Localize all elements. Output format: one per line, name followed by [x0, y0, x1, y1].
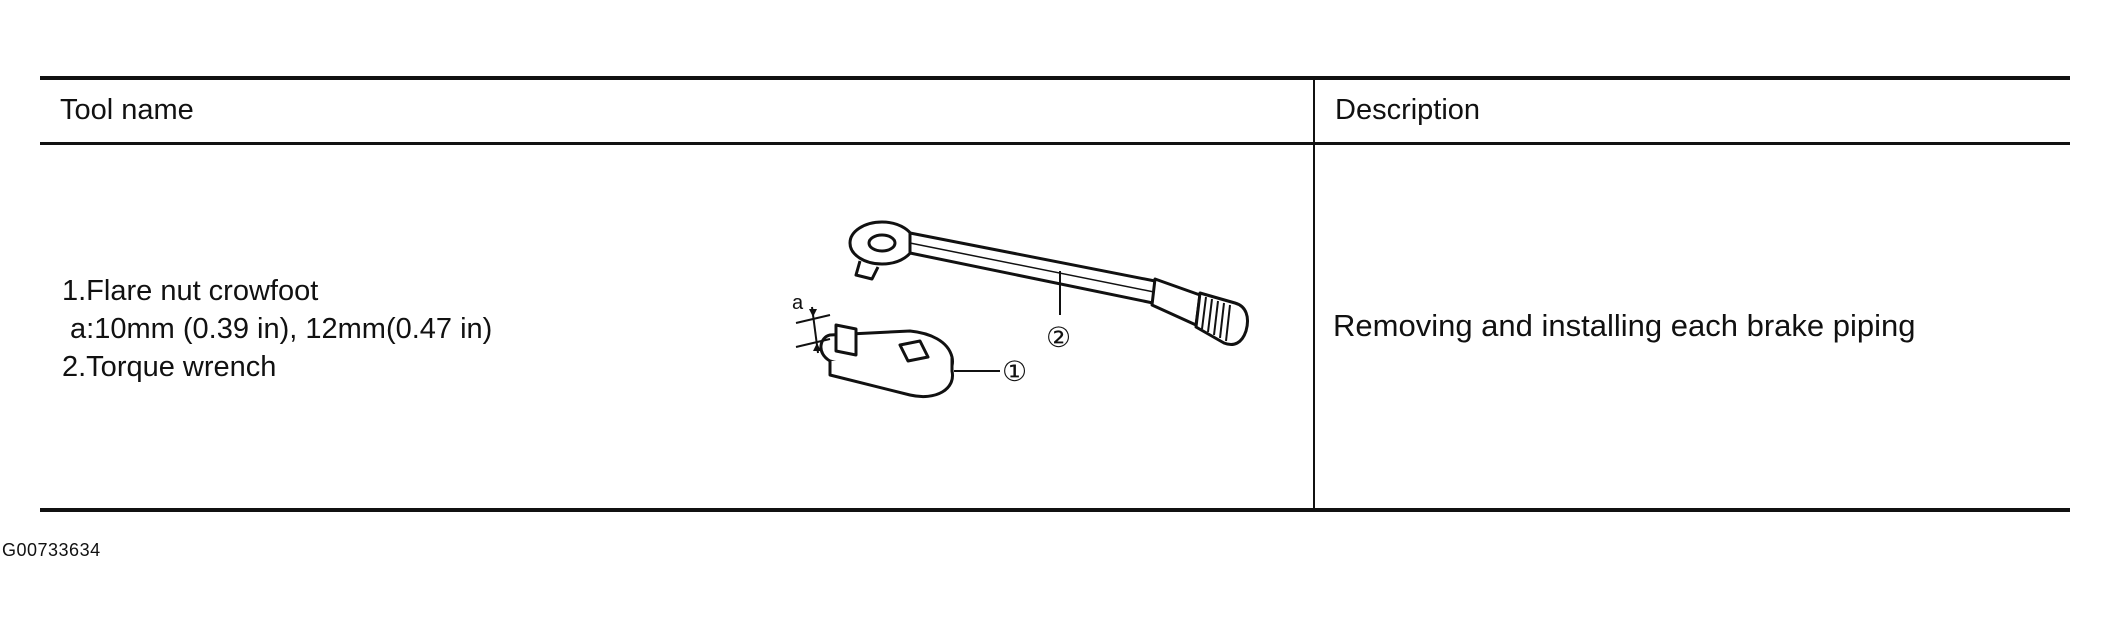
dim-a-label: a [792, 292, 804, 314]
tool-table: Tool name Description 1.Flare nut crowfo… [40, 76, 2070, 512]
flare-nut-crowfoot-icon [795, 306, 1000, 398]
description-cell: Removing and installing each brake pipin… [1314, 143, 2070, 512]
callout-2: ② [1046, 321, 1071, 354]
header-description: Description [1314, 76, 2070, 145]
tool-name-lines: 1.Flare nut crowfoot a:10mm (0.39 in), 1… [62, 272, 492, 386]
document-code: G00733634 [2, 540, 101, 560]
callout-1: ① [1002, 355, 1027, 388]
torque-wrench-icon [848, 220, 1250, 346]
tool-line-2: a:10mm (0.39 in), 12mm(0.47 in) [62, 312, 493, 345]
tool-line-1: 1.Flare nut crowfoot [62, 274, 319, 307]
header-row: Tool name Description [40, 76, 2070, 145]
tool-description: Removing and installing each brake pipin… [1333, 308, 1916, 344]
tool-illustration: a ① ② [792, 220, 1250, 398]
tool-name-cell: 1.Flare nut crowfoot a:10mm (0.39 in), 1… [40, 143, 1315, 512]
table-row: 1.Flare nut crowfoot a:10mm (0.39 in), 1… [40, 143, 2070, 512]
header-tool-name: Tool name [40, 76, 1315, 145]
tool-line-3: 2.Torque wrench [62, 350, 277, 383]
